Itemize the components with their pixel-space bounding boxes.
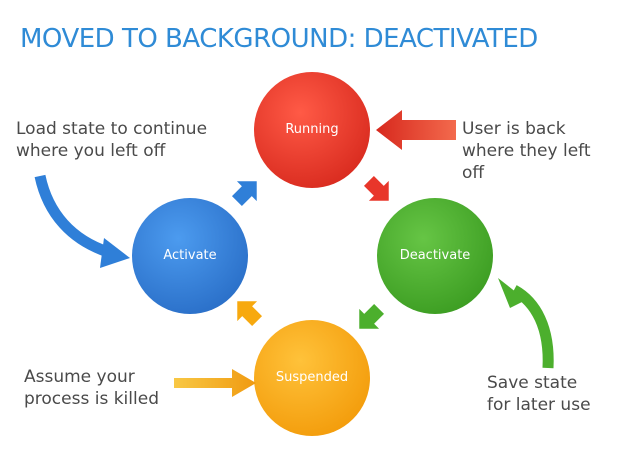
arrow-suspended-to-activate	[237, 301, 263, 327]
arrow-activate-to-running	[231, 181, 257, 207]
suspended-label: Suspended	[275, 370, 349, 385]
running-node	[254, 72, 370, 188]
assume-killed-line-2: process is killed	[24, 389, 159, 409]
user-back-note: User is back where they left off	[462, 118, 591, 184]
assume-killed-note: Assume your process is killed	[24, 366, 159, 410]
user-back-line-3: off	[462, 163, 485, 183]
arrow-running-to-deactivate	[363, 175, 389, 201]
deactivate-label: Deactivate	[399, 248, 471, 263]
save-state-line-2: for later use	[487, 395, 591, 415]
load-state-arrow	[34, 174, 130, 268]
diagram-title: MOVED TO BACKGROUND: DEACTIVATED	[20, 24, 538, 54]
assume-killed-arrow	[174, 369, 256, 397]
activate-label: Activate	[163, 248, 217, 263]
load-state-note: Load state to continue where you left of…	[16, 118, 207, 162]
user-back-line-1: User is back	[462, 119, 566, 139]
deactivate-node	[377, 198, 493, 314]
arrow-deactivate-to-suspended	[359, 303, 385, 329]
suspended-node	[254, 320, 370, 436]
load-state-line-1: Load state to continue	[16, 119, 208, 139]
user-back-line-2: where they left	[462, 141, 591, 161]
save-state-line-1: Save state	[487, 373, 578, 393]
assume-killed-line-1: Assume your	[24, 367, 135, 387]
activate-node	[132, 198, 248, 314]
load-state-line-2: where you left off	[16, 141, 166, 161]
running-label: Running	[285, 122, 339, 137]
save-state-arrow	[498, 278, 554, 369]
save-state-note: Save state for later use	[487, 372, 591, 416]
user-back-arrow	[376, 110, 456, 150]
